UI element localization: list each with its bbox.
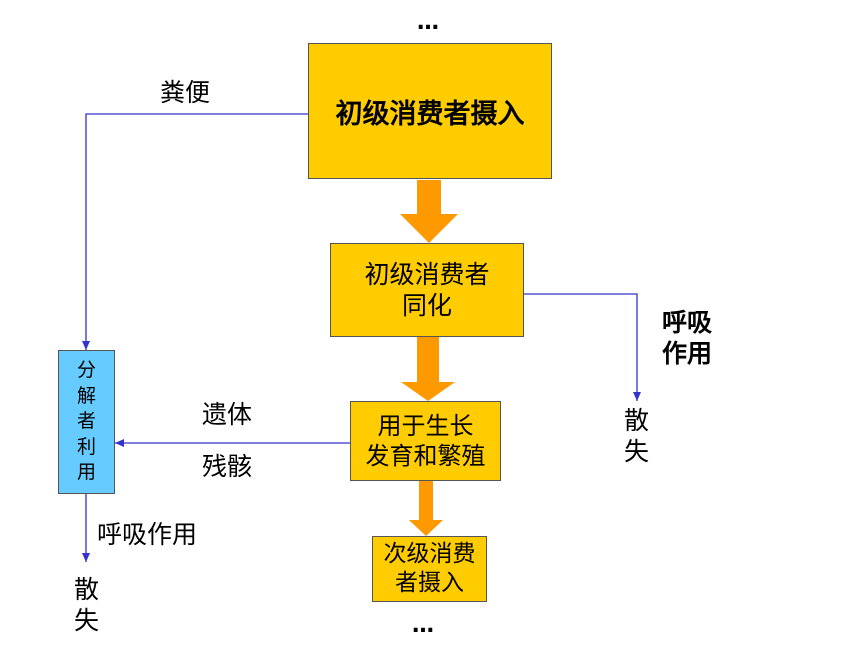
- node-secondary-consumer-intake: 次级消费 者摄入: [372, 536, 487, 602]
- arrow-feces: [82, 113, 308, 350]
- label-feces: 粪便: [160, 78, 211, 107]
- ellipsis-top: …: [417, 10, 440, 35]
- node-primary-consumer-assimilation: 初级消费者 同化: [330, 243, 524, 337]
- label-remains-1: 遗体: [202, 400, 253, 429]
- node-growth-reproduction: 用于生长 发育和繁殖: [350, 401, 501, 481]
- node-secondary-consumer-intake-label: 次级消费 者摄入: [383, 541, 476, 596]
- node-growth-reproduction-label: 用于生长 发育和繁殖: [365, 412, 486, 470]
- label-dissipate-left: 散 失: [74, 575, 100, 636]
- node-decomposer: 分 解 者 利 用: [58, 350, 115, 494]
- node-primary-consumer-intake-label: 初级消费者摄入: [335, 98, 525, 130]
- node-primary-consumer-assimilation-label: 初级消费者 同化: [364, 259, 490, 320]
- label-remains-2: 残骸: [202, 452, 253, 481]
- node-decomposer-label: 分 解 者 利 用: [76, 358, 96, 484]
- node-primary-consumer-intake: 初级消费者摄入: [308, 43, 552, 179]
- label-dissipate-right: 散 失: [624, 406, 650, 467]
- label-respiration-right: 呼吸 作用: [662, 308, 713, 369]
- arrow-assimilation-to-growth: [401, 337, 455, 401]
- arrow-respiration-right: [524, 293, 641, 401]
- label-respiration-left: 呼吸作用: [97, 520, 198, 549]
- arrow-intake-to-assimilation: [400, 180, 458, 243]
- arrow-growth-to-secondary: [409, 481, 443, 536]
- ellipsis-bottom: …: [412, 613, 435, 638]
